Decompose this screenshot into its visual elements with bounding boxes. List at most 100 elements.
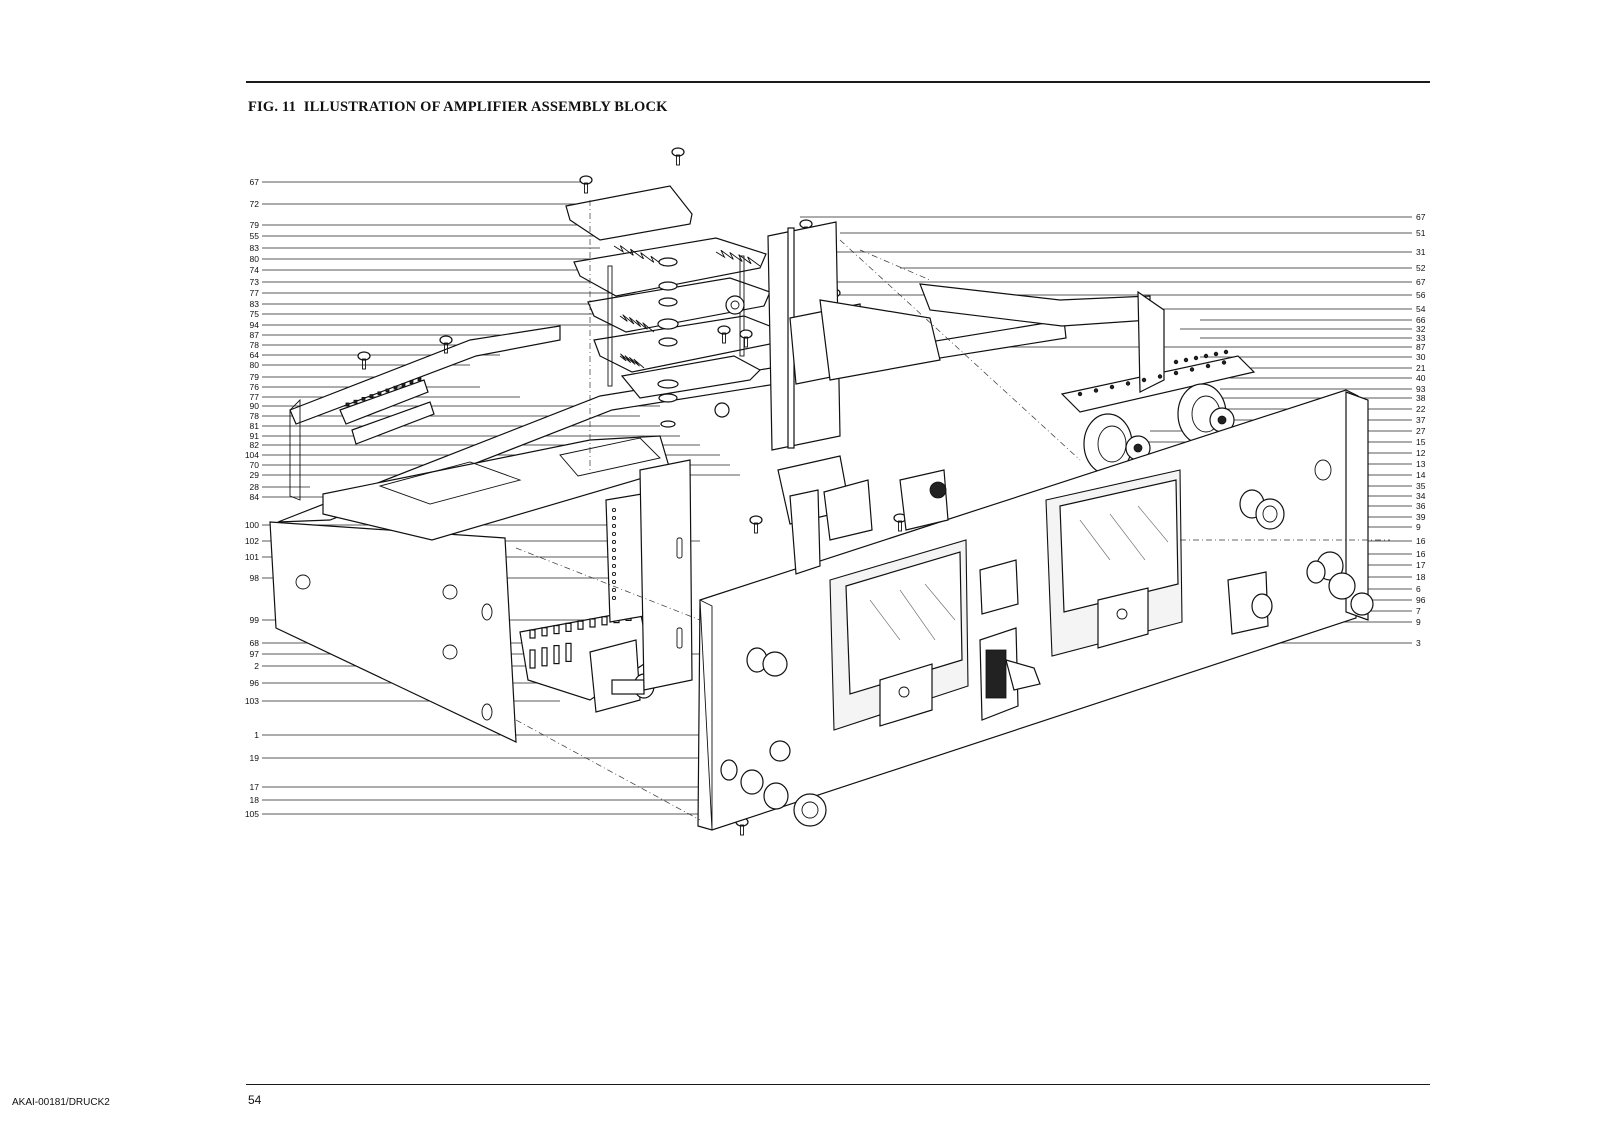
callout-left: 79 [250,372,260,382]
callout-right: 40 [1416,373,1426,383]
right-jacks [1227,489,1374,635]
middle-bracket [767,221,941,451]
callout-left: 83 [250,243,260,253]
callout-right: 35 [1416,481,1426,491]
callout-right: 6 [1416,584,1421,594]
callout-right: 67 [1416,277,1426,287]
callout-right: 54 [1416,304,1426,314]
document-id: AKAI-00181/DRUCK2 [12,1097,110,1108]
callout-left: 78 [250,411,260,421]
callout-left: 98 [250,573,260,583]
callout-left: 101 [245,552,259,562]
callout-right: 22 [1416,404,1426,414]
callout-left: 84 [250,492,260,502]
callout-right: 93 [1416,384,1426,394]
callout-right: 67 [1416,212,1426,222]
callout-left: 96 [250,678,260,688]
callout-left: 90 [250,401,260,411]
callout-right: 3 [1416,638,1421,648]
callout-right: 96 [1416,595,1426,605]
callout-left: 83 [250,299,260,309]
relay-module [777,455,949,575]
callout-right: 16 [1416,536,1426,546]
callout-right: 9 [1416,617,1421,627]
callout-right: 14 [1416,470,1426,480]
callout-left: 74 [250,265,260,275]
callout-left: 104 [245,450,259,460]
page-number: 54 [248,1093,262,1107]
callout-right: 7 [1416,606,1421,616]
callout-right: 9 [1416,522,1421,532]
callout-right: 66 [1416,315,1426,325]
callout-left: 19 [250,753,260,763]
callout-left: 1 [254,730,259,740]
rear-pcb [919,283,1256,475]
callout-left: 78 [250,340,260,350]
callout-right: 52 [1416,263,1426,273]
callout-left: 87 [250,330,260,340]
callout-left: 28 [250,482,260,492]
callout-right: 37 [1416,415,1426,425]
callout-right: 36 [1416,501,1426,511]
callout-left: 68 [250,638,260,648]
callout-left: 81 [250,421,260,431]
callout-left: 2 [254,661,259,671]
callout-left: 80 [250,254,260,264]
callout-right: 87 [1416,342,1426,352]
callout-right: 15 [1416,437,1426,447]
callout-right: 32 [1416,324,1426,334]
callout-left: 99 [250,615,260,625]
callout-left: 94 [250,320,260,330]
callout-left: 80 [250,360,260,370]
callout-right: 38 [1416,393,1426,403]
callout-left: 91 [250,431,260,441]
left-callouts: 6772795583807473778375948778648079767790… [245,177,259,819]
callout-left: 55 [250,231,260,241]
callout-right: 39 [1416,512,1426,522]
callout-left: 82 [250,440,260,450]
callout-left: 77 [250,392,260,402]
callout-left: 72 [250,199,260,209]
figure-title: FIG. 11 ILLUSTRATION OF AMPLIFIER ASSEMB… [248,99,668,115]
callout-left: 75 [250,309,260,319]
callout-left: 73 [250,277,260,287]
callout-right: 12 [1416,448,1426,458]
callout-left: 76 [250,382,260,392]
upper-bracket-stack [565,185,817,428]
callout-left: 102 [245,536,259,546]
callout-left: 105 [245,809,259,819]
callout-right: 27 [1416,426,1426,436]
callout-right: 30 [1416,352,1426,362]
top-rule [246,81,1430,83]
callout-left: 79 [250,220,260,230]
callout-right: 56 [1416,290,1426,300]
callout-left: 70 [250,460,260,470]
bottom-rule [246,1084,1430,1085]
right-callouts: 6751315267565466323387302140933822372715… [1416,212,1426,648]
callout-right: 33 [1416,333,1426,343]
callout-right: 34 [1416,491,1426,501]
center-left-bracket [605,459,693,691]
callout-left: 64 [250,350,260,360]
callout-right: 21 [1416,363,1426,373]
terminal-strip-left [339,377,435,445]
lower-pcb [519,609,655,713]
callout-right: 16 [1416,549,1426,559]
callout-left: 77 [250,288,260,298]
callout-right: 51 [1416,228,1426,238]
callout-left: 100 [245,520,259,530]
callout-left: 97 [250,649,260,659]
alignment-lines [515,200,1390,821]
callout-right: 18 [1416,572,1426,582]
callout-left: 18 [250,795,260,805]
callout-left: 29 [250,470,260,480]
callout-left: 103 [245,696,259,706]
callout-right: 31 [1416,247,1426,257]
callout-right: 17 [1416,560,1426,570]
chassis-base [269,319,1067,743]
front-panel [697,389,1369,831]
callout-left: 17 [250,782,260,792]
callout-left: 67 [250,177,260,187]
callout-right: 13 [1416,459,1426,469]
